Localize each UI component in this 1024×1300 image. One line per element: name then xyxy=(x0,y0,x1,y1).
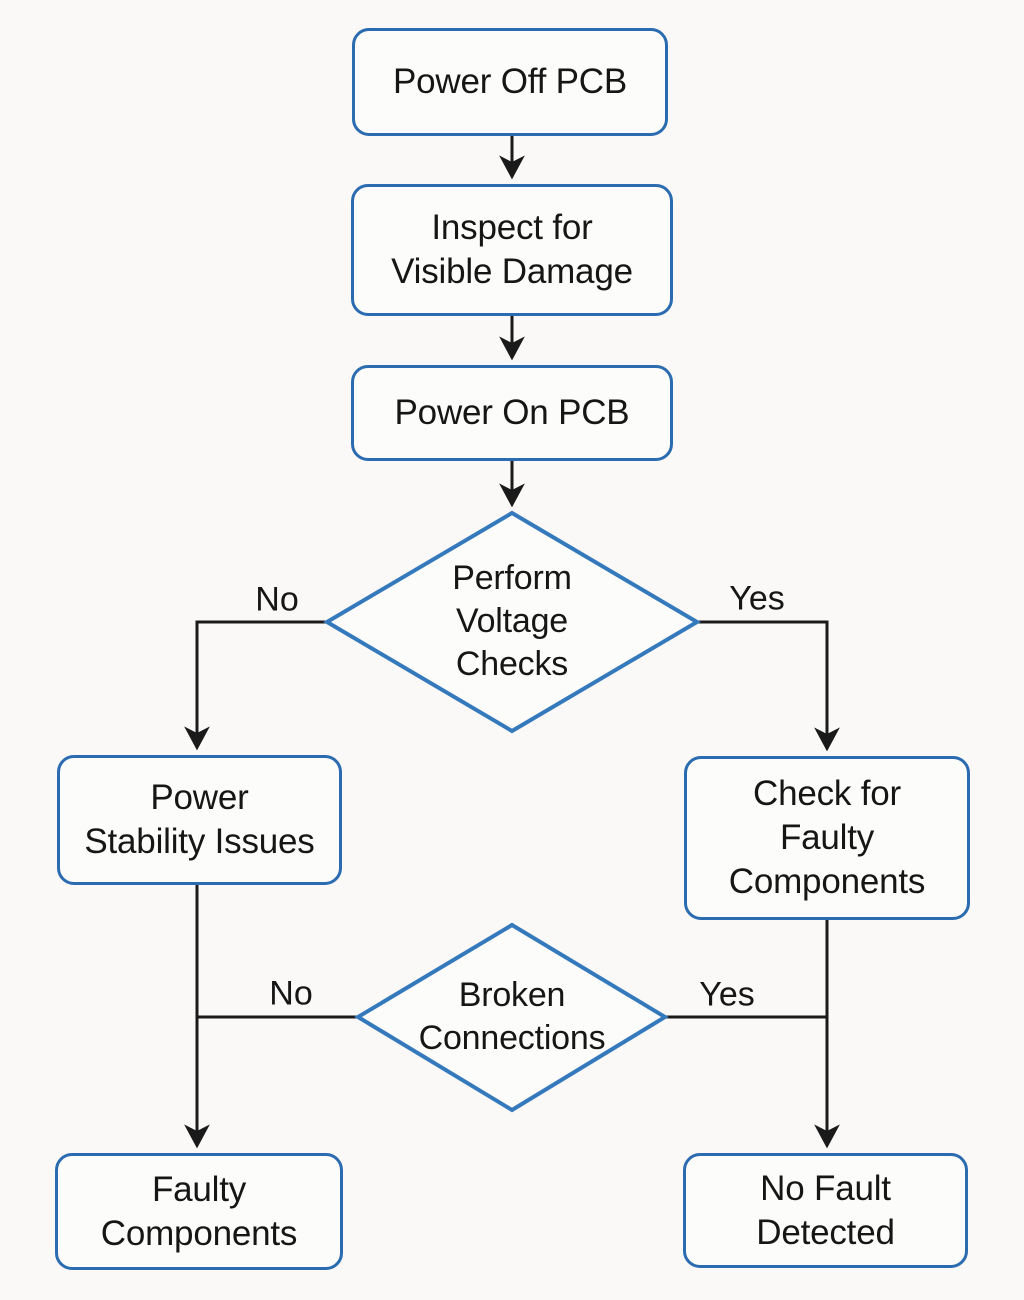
edge-label-voltage-no: No xyxy=(255,580,299,619)
decision-label-line: Checks xyxy=(455,645,569,684)
node-label-line: Power Off PCB xyxy=(392,62,628,102)
arrow-voltage-no-to-stability xyxy=(184,620,327,751)
node-label-line: Components xyxy=(100,1213,298,1253)
node-label-line: Faulty xyxy=(779,818,875,858)
node-label-line: Visible Damage xyxy=(391,252,633,291)
node-label-line: Power On PCB xyxy=(394,393,630,433)
node-power-stability-issues: Power Stability Issues xyxy=(57,755,342,885)
decision-broken-connections-shape xyxy=(354,922,669,1113)
node-label-line: Detected xyxy=(756,1212,895,1252)
node-faulty-components: Faulty Components xyxy=(55,1153,343,1270)
edge-label-broken-yes: Yes xyxy=(699,975,755,1014)
decision-broken-connections-label: Broken Connections xyxy=(419,974,606,1060)
node-no-fault-detected: No Fault Detected xyxy=(683,1153,968,1268)
decision-label-line: Voltage xyxy=(455,602,569,641)
node-label-line: Check for xyxy=(753,774,901,814)
decision-label-line: Connections xyxy=(418,1019,606,1057)
node-check-faulty-components: Check for Faulty Components xyxy=(684,756,970,920)
edge-label-broken-no: No xyxy=(269,974,313,1013)
edge-label-voltage-yes: Yes xyxy=(729,579,785,618)
decision-label-line: Broken xyxy=(458,975,566,1014)
node-label-line: Stability Issues xyxy=(84,822,315,861)
node-label-line: No Fault xyxy=(760,1168,891,1208)
node-label-line: Inspect for xyxy=(431,208,593,248)
node-label-line: Components xyxy=(728,861,926,901)
node-power-on-pcb: Power On PCB xyxy=(351,365,673,461)
decision-label-line: Perform xyxy=(452,559,572,598)
node-power-off-pcb: Power Off PCB xyxy=(352,28,668,136)
decision-voltage-checks-label: Perform Voltage Checks xyxy=(452,557,572,687)
decision-voltage-checks-shape xyxy=(323,510,701,734)
arrow-voltage-yes-to-check-faulty xyxy=(697,620,840,752)
node-label-line: Faulty xyxy=(151,1169,247,1209)
node-label-line: Power xyxy=(150,778,249,818)
node-inspect-visible-damage: Inspect for Visible Damage xyxy=(351,184,673,316)
